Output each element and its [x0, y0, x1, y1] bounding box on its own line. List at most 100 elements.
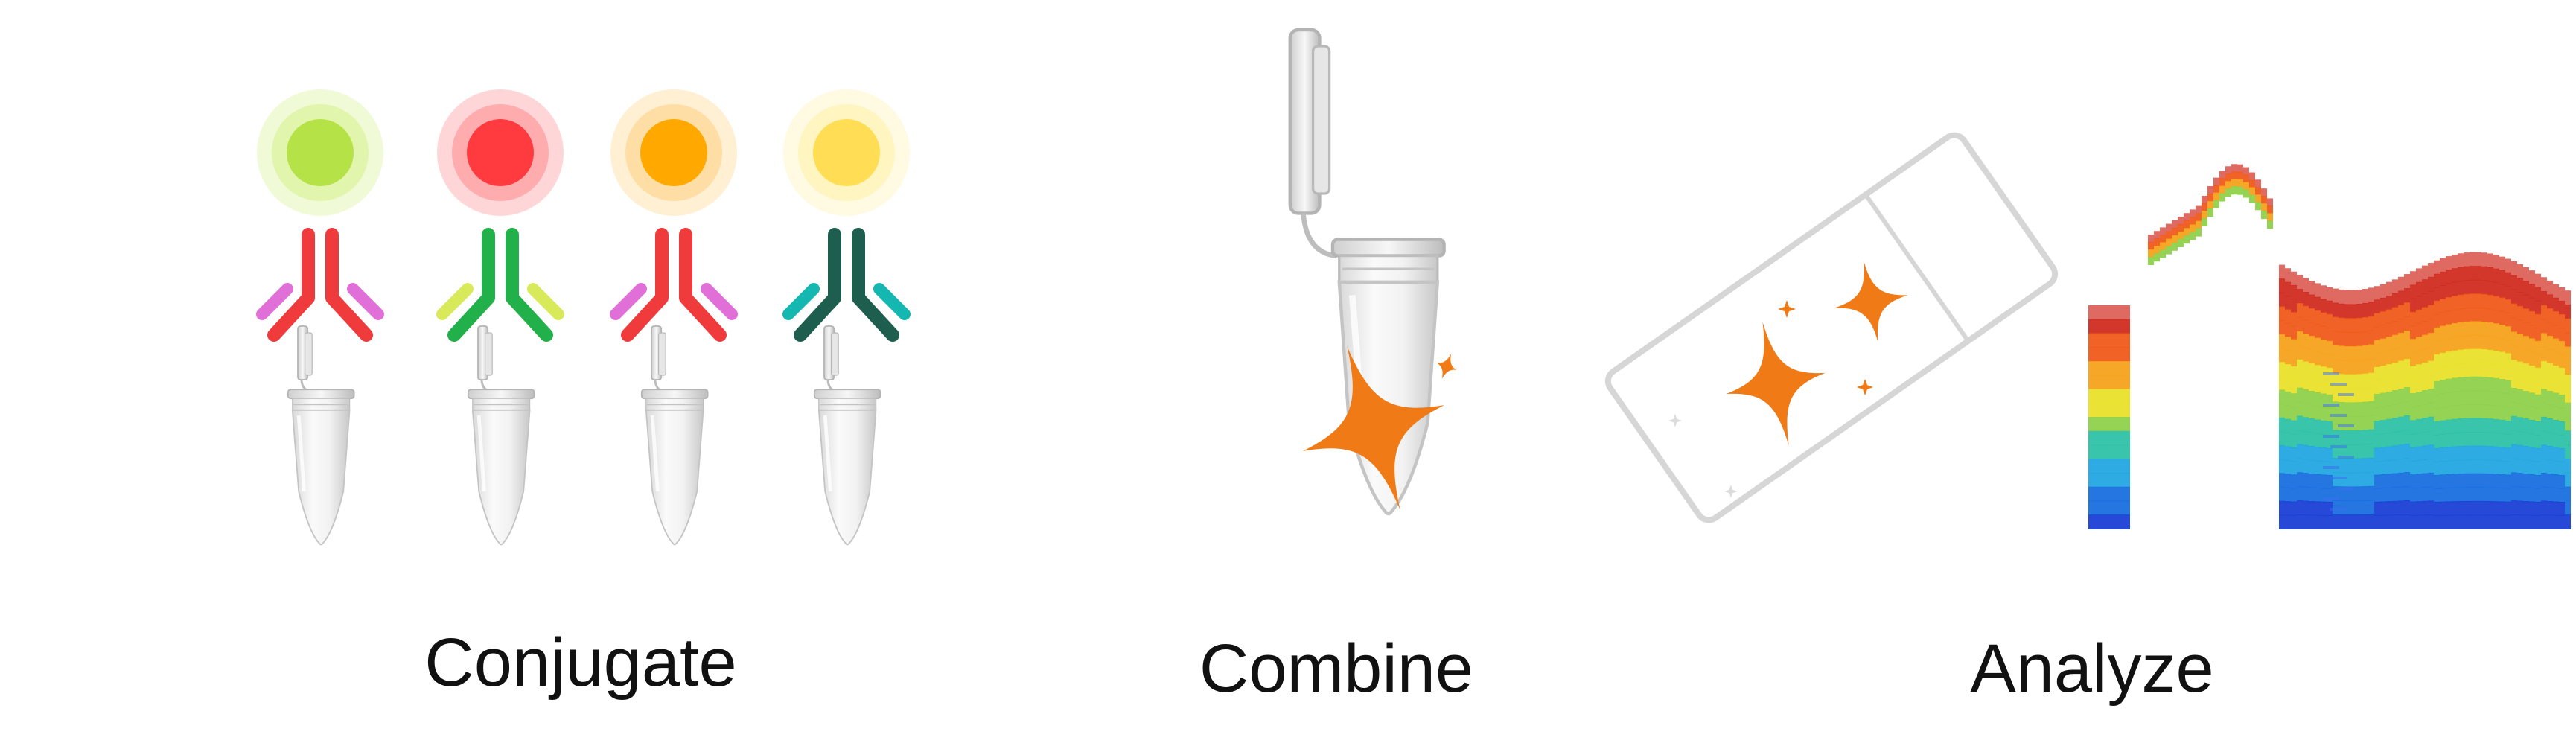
heatmap-cell	[2124, 403, 2130, 418]
antibody-icon	[610, 228, 738, 342]
heatmap-cell	[2470, 500, 2475, 516]
heatmap-cell	[2374, 501, 2380, 516]
heatmap-cell	[2493, 309, 2499, 325]
heatmap-cell	[2470, 431, 2475, 447]
heatmap-cell	[2523, 459, 2529, 475]
heatmap-cell	[2327, 421, 2333, 436]
heatmap-cell	[2475, 279, 2481, 295]
heatmap-cell	[2118, 305, 2124, 320]
heatmap-cell	[2499, 488, 2505, 503]
heatmap-cell	[2297, 472, 2303, 488]
heatmap-cell	[2148, 242, 2154, 250]
heatmap-cell	[2481, 308, 2487, 322]
heatmap-cell	[2392, 473, 2398, 488]
heatmap-cell	[2511, 289, 2517, 305]
heatmap-cell	[2148, 235, 2154, 243]
heatmap-cell	[2309, 281, 2315, 296]
heatmap-cell	[2505, 258, 2511, 273]
heatmap-cell	[2279, 514, 2285, 529]
heatmap-cell	[2172, 242, 2178, 251]
heatmap-cell	[2535, 447, 2541, 462]
heatmap-tick	[2323, 372, 2339, 375]
heatmap-cell	[2547, 473, 2553, 488]
heatmap-cell	[2440, 433, 2446, 449]
heatmap-cell	[2321, 380, 2327, 395]
heatmap-cell	[2362, 500, 2368, 516]
heatmap-cell	[2499, 406, 2505, 421]
heatmap-cell	[2404, 430, 2410, 445]
heatmap-cell	[2470, 459, 2475, 474]
heatmap-cell	[2464, 252, 2470, 267]
heatmap-cell	[2529, 310, 2535, 326]
heatmap-cell	[2154, 246, 2160, 255]
heatmap-cell	[2291, 380, 2297, 395]
heatmap-cell	[2380, 514, 2386, 529]
heatmap-cell	[2434, 488, 2440, 503]
heatmap-cell	[2505, 326, 2511, 341]
heatmap-cell	[2297, 387, 2303, 403]
heatmap-cell	[2452, 501, 2458, 516]
heatmap-cell	[2493, 296, 2499, 310]
heatmap-cell	[2309, 487, 2315, 503]
heatmap-cell	[2344, 416, 2350, 432]
heatmap-cell	[2493, 337, 2499, 351]
heatmap-cell	[2339, 514, 2344, 529]
heatmap-cell	[2291, 271, 2297, 286]
heatmap-cell	[2380, 297, 2386, 313]
heatmap-cell	[2213, 192, 2219, 201]
heatmap-cell	[2124, 514, 2130, 529]
heatmap-cell	[2386, 296, 2392, 310]
heatmap-cell	[2285, 309, 2291, 324]
heatmap-cell	[2565, 318, 2571, 334]
heatmap-cell	[2481, 459, 2487, 474]
heatmap-cell	[2094, 319, 2100, 334]
heatmap-cell	[2422, 487, 2428, 502]
heatmap-cell	[2493, 405, 2499, 420]
heatmap-cell	[2565, 514, 2571, 529]
heatmap-cell	[2213, 185, 2219, 194]
heatmap-cell	[2517, 264, 2523, 279]
heatmap-cell	[2333, 472, 2339, 488]
heatmap-cell	[2100, 473, 2106, 488]
fluorophore-dot-icon	[287, 119, 354, 186]
heatmap-cell	[2452, 446, 2458, 461]
heatmap-cell	[2547, 404, 2553, 419]
heatmap-cell	[2410, 433, 2416, 448]
heatmap-cell	[2553, 433, 2559, 448]
heatmap-cell	[2202, 211, 2207, 220]
heatmap-cell	[2547, 349, 2553, 364]
heatmap-cell	[2309, 446, 2315, 461]
heatmap-cell	[2327, 327, 2333, 342]
heatmap-cell	[2285, 418, 2291, 434]
heatmap-cell	[2303, 291, 2309, 307]
heatmap-cell	[2148, 249, 2154, 258]
heatmap-cell	[2535, 421, 2541, 436]
heatmap-cell	[2166, 223, 2172, 232]
heatmap-cell	[2374, 340, 2380, 354]
heatmap-cell	[2166, 238, 2172, 247]
heatmap-cell	[2547, 418, 2553, 433]
heatmap-tick	[2323, 466, 2339, 469]
heatmap-cell	[2535, 273, 2541, 288]
heatmap-cell	[2303, 486, 2309, 502]
heatmap-cell	[2422, 293, 2428, 308]
sparkle-icon	[1726, 321, 1826, 446]
heatmap-cell	[2291, 433, 2297, 448]
heatmap-cell	[2339, 289, 2344, 305]
heatmap-cell	[2505, 407, 2511, 422]
heatmap-cell	[2249, 187, 2255, 196]
heatmap-cell	[2100, 389, 2106, 404]
heatmap-cell	[2291, 352, 2297, 367]
heatmap-cell	[2499, 365, 2505, 380]
heatmap-cell	[2362, 359, 2368, 375]
heatmap-cell	[2368, 401, 2374, 416]
heatmap-cell	[2511, 472, 2517, 488]
heatmap-cell	[2422, 348, 2428, 363]
heatmap-cell	[2464, 432, 2470, 447]
heatmap-cell	[2362, 415, 2368, 431]
heatmap-cell	[2327, 474, 2333, 489]
sparkle-icon	[1303, 346, 1444, 510]
heatmap-cell	[2428, 514, 2434, 529]
heatmap-cell	[2386, 309, 2392, 324]
heatmap-cell	[2291, 284, 2297, 300]
